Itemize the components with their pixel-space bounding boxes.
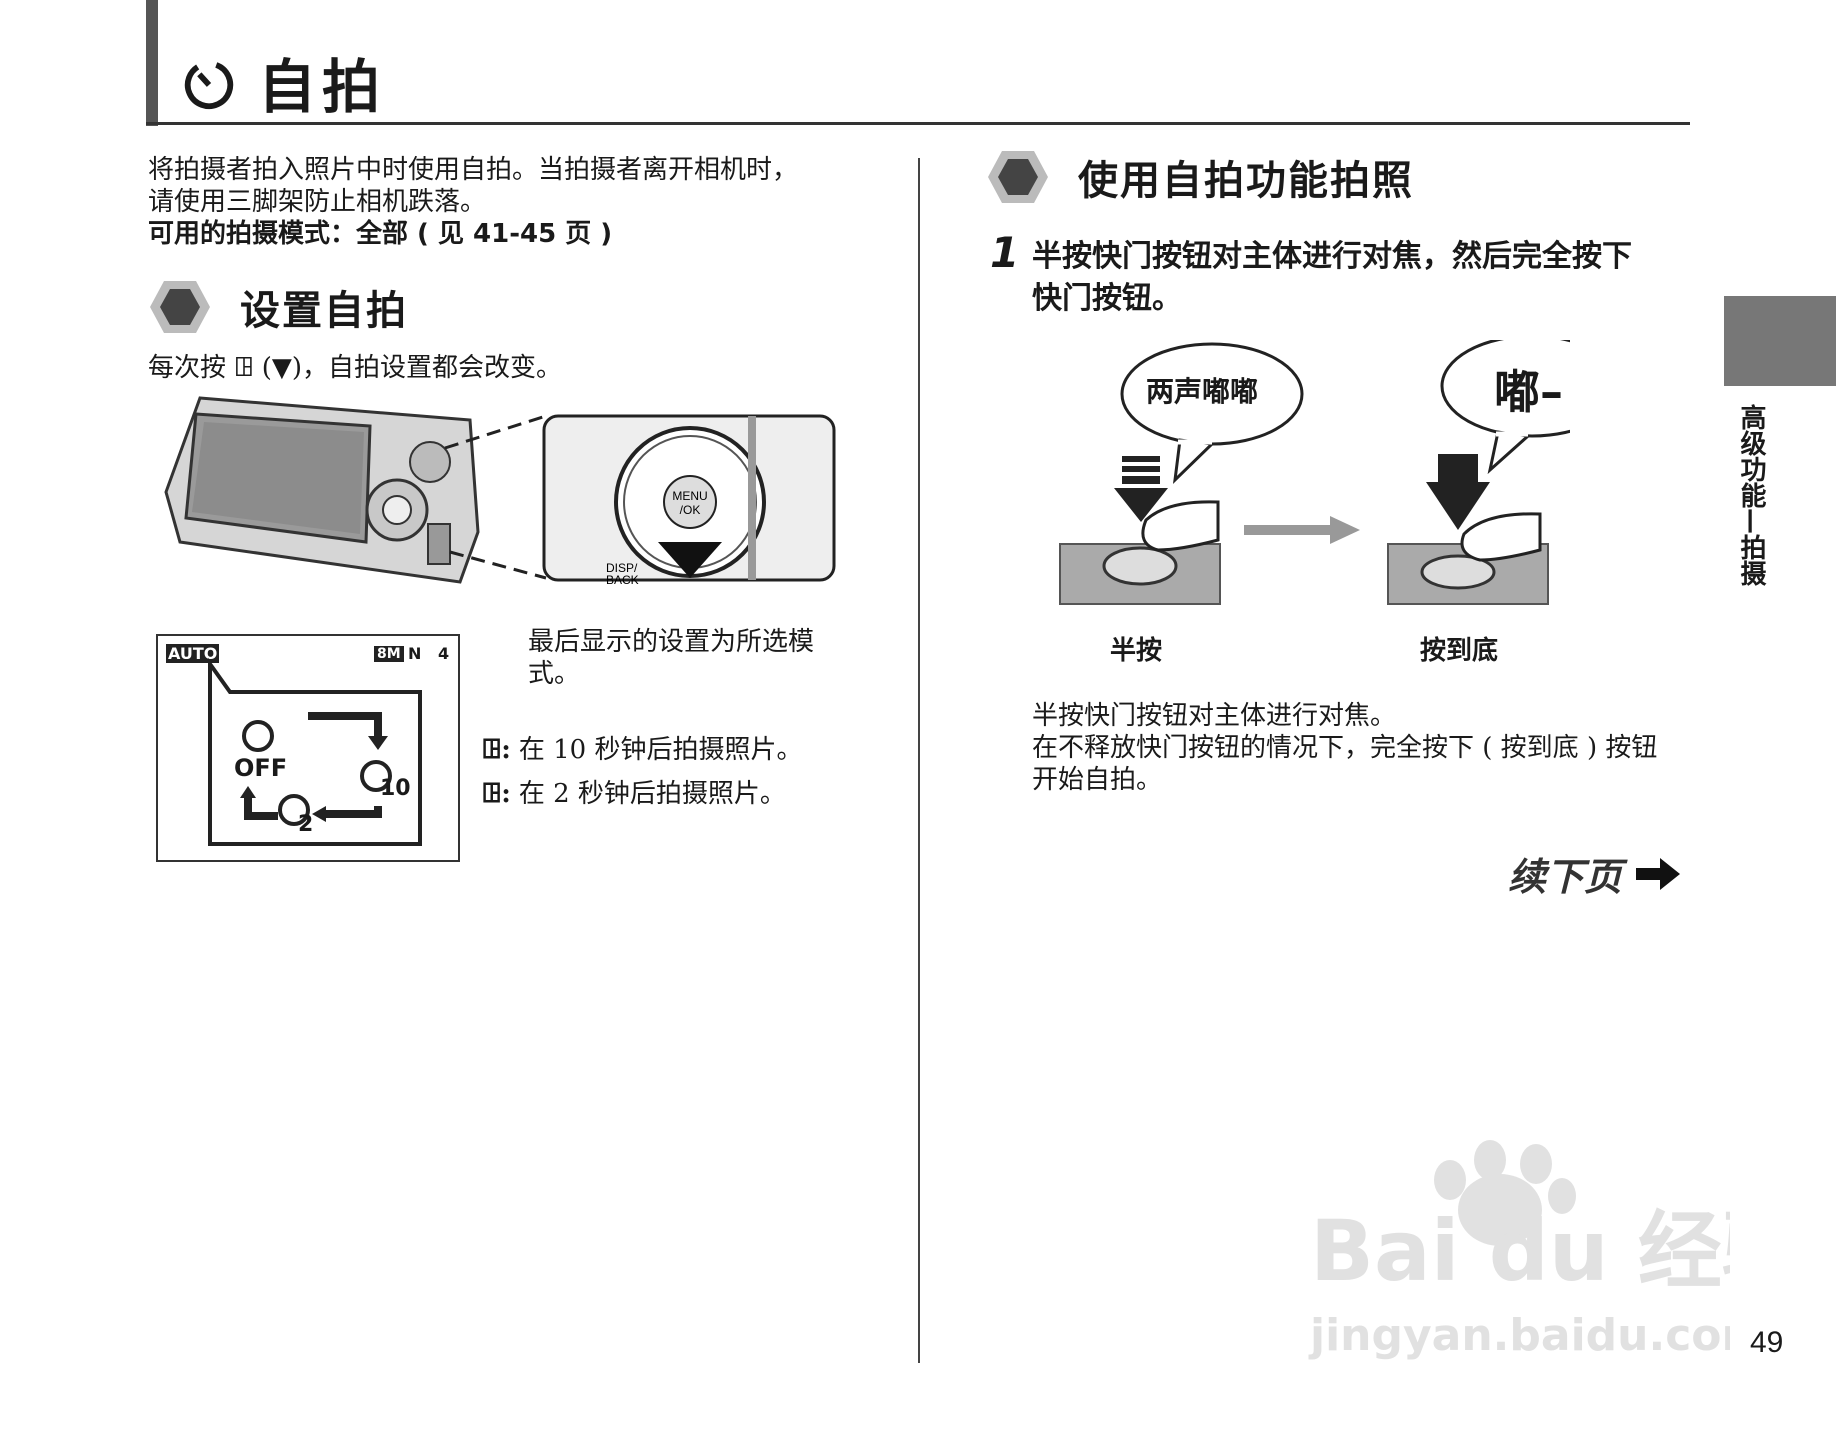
disp-label: DISP/ [606,561,638,575]
control-pad-closeup [542,414,836,582]
beep-label: 嘟– [1494,365,1563,419]
note-line: 式。 [528,659,581,689]
shutter-press-illustration [1059,340,1570,605]
ok-label: /OK [680,503,701,517]
continued-text: 续下页 [1508,855,1623,899]
chapter-tab-label: 高级功能—拍摄 [1736,404,1766,586]
section-title: 设置自拍 [240,288,408,334]
quality-badge: N [408,644,422,663]
timer-10-label: 10 [380,776,411,801]
intro-line: 将拍摄者拍入照片中时使用自拍。当拍摄者离开相机时， [148,155,799,185]
two-beeps-label: 两声嘟嘟 [1146,375,1259,408]
timer-10-text: 在 10 秒钟后拍摄照片。 [518,735,803,765]
desc-line: 在不释放快门按钮的情况下，完全按下 ( 按到底 ) 按钮 [1032,733,1658,763]
baidu-jingyan-watermark: Bai du 经验 jingyan.baidu.com [1308,1140,1730,1361]
header-rule [146,122,1690,125]
chapter-tab [1724,296,1836,386]
step-line: 快门按钮。 [1032,281,1182,316]
speech-bubble [1440,340,1570,438]
timer-2-text: 在 2 秒钟后拍摄照片。 [518,779,786,809]
paw-icon [1434,1140,1576,1246]
self-timer-icon [184,60,234,110]
desc-line: 开始自拍。 [1032,765,1163,795]
lcd-screen-illustration: AUTO 8M N 4 OFF 10 2 [156,634,460,862]
continued-next-page: 续下页 [1508,846,1682,901]
step-instruction: 半按快门按钮对主体进行对焦，然后完全按下 快门按钮。 [1032,236,1632,320]
intro-paragraph: 将拍摄者拍入照片中时使用自拍。当拍摄者离开相机时， 请使用三脚架防止相机跌落。 … [148,154,798,250]
step-description: 半按快门按钮对主体进行对焦。 在不释放快门按钮的情况下，完全按下 ( 按到底 )… [1032,700,1657,796]
watermark-url: jingyan.baidu.com [1308,1310,1730,1361]
available-modes: 可用的拍摄模式：全部 ( 见 41-45 页 ) [148,219,613,249]
menu-label: MENU [672,489,707,503]
intro-line: 请使用三脚架防止相机跌落。 [148,187,487,217]
shot-count: 4 [438,644,450,663]
column-divider [918,158,920,1363]
camera-illustration: MENU /OK DISP/ BACK [164,396,836,587]
timer-off-label: OFF [234,754,288,782]
full-press-label: 按到底 [1420,636,1499,666]
step-number: 1 [990,228,1020,277]
page-title-text: 自拍 [258,53,387,121]
hexagon-bullet-icon [148,279,212,335]
timer-cycle-diagram [208,657,422,846]
section-title: 使用自拍功能拍照 [1078,158,1414,204]
timer-2-icon: ꖸ: [482,779,511,809]
hexagon-bullet-icon [986,149,1050,205]
section-heading-setup: 设置自拍 [148,278,408,336]
timer-10-icon: ꖸ: [482,735,511,765]
header-bar [146,0,158,126]
timer-2-description: ꖸ: 在 2 秒钟后拍摄照片。 [482,778,786,810]
section-heading-shoot: 使用自拍功能拍照 [986,148,1414,206]
timer-2-label: 2 [298,812,314,837]
page-title: 自拍 [180,40,386,124]
auto-mode-badge: AUTO [166,644,220,663]
note-line: 最后显示的设置为所选模 [528,627,815,657]
half-press-label: 半按 [1110,636,1163,666]
step-line: 半按快门按钮对主体进行对焦，然后完全按下 [1032,239,1632,274]
watermark-brand: Bai du 经验 [1310,1202,1730,1300]
desc-line: 半按快门按钮对主体进行对焦。 [1032,701,1397,731]
press-instruction: 每次按 ꖸ (▼)，自拍设置都会改变。 [148,353,563,383]
page-number: 49 [1750,1326,1784,1359]
back-label: BACK [606,573,639,587]
last-setting-note: 最后显示的设置为所选模 式。 [528,626,814,690]
timer-10-description: ꖸ: 在 10 秒钟后拍摄照片。 [482,734,802,766]
camera-body [164,396,480,584]
image-size-badge: 8M [374,646,404,662]
arrow-right-icon [1636,857,1681,890]
